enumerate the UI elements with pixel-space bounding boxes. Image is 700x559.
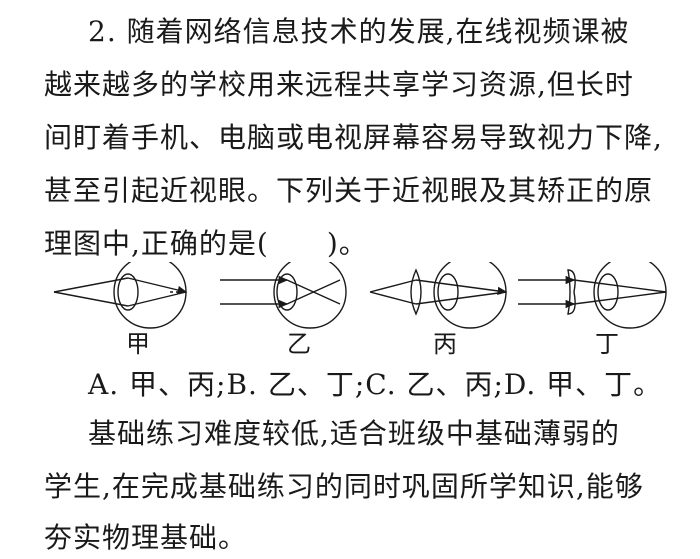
commentary-line-1: 基础练习难度较低,适合班级中基础薄弱的: [88, 417, 620, 450]
question-line-1: 2. 随着网络信息技术的发展,在线视频课被: [88, 15, 630, 48]
lens-icon: [437, 273, 459, 311]
figure-label-bing: 丙: [433, 330, 457, 358]
question-line-5: 理图中,正确的是( )。: [44, 227, 368, 260]
question-line-3: 间盯着手机、电脑或电视屏幕容易导致视力下降,: [44, 121, 663, 154]
eye-diagram-yi: [220, 262, 347, 329]
eye-diagram-bing: [369, 262, 508, 329]
commentary-line-2: 学生,在完成基础练习的同时巩固所学知识,能够: [44, 470, 644, 503]
concave-lens-icon: [567, 269, 576, 315]
figure-label-jia: 甲: [126, 330, 150, 358]
eye-diagram-jia: [53, 262, 188, 329]
lens-icon: [117, 273, 139, 311]
figure-label-yi: 乙: [287, 330, 311, 358]
convex-lens-icon: [410, 268, 422, 316]
eyeball-icon: [593, 262, 667, 329]
eyeball-icon: [433, 262, 507, 329]
lens-icon: [276, 273, 298, 311]
commentary-line-3: 夯实物理基础。: [44, 521, 248, 554]
answer-options: A. 甲、丙;B. 乙、丁;C. 乙、丙;D. 甲、丁。: [88, 368, 663, 401]
question-line-4: 甚至引起近视眼。下列关于近视眼及其矫正的原: [44, 174, 654, 207]
eye-diagram-ding: [518, 262, 667, 329]
eyeball-icon: [273, 262, 347, 329]
lens-icon: [597, 273, 619, 311]
eye-diagrams: [53, 262, 667, 329]
question-line-2: 越来越多的学校用来远程共享学习资源,但长时: [44, 68, 634, 101]
figure-label-ding: 丁: [595, 330, 619, 358]
